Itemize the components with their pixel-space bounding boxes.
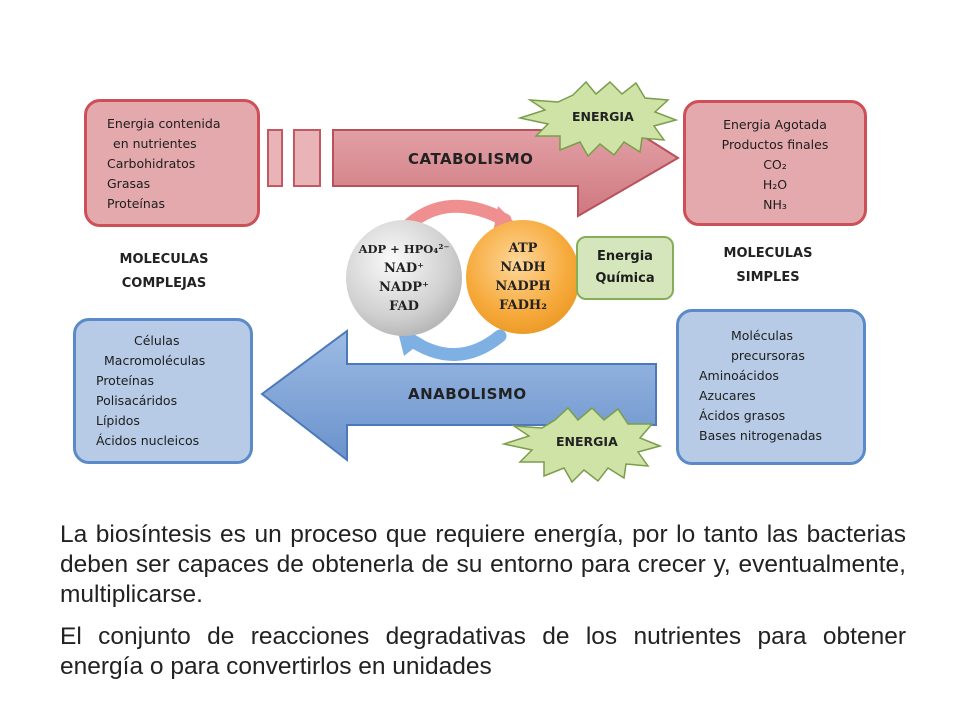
orange-line-4: FADH₂ [499, 298, 547, 313]
cell-line-6: Ácidos nucleicos [96, 433, 200, 448]
nutrient-line-1: Energia contenida [107, 116, 221, 131]
precursor-line-4: Azucares [699, 388, 756, 403]
cell-line-2: Macromoléculas [104, 353, 206, 368]
simple-line-2: SIMPLES [736, 270, 800, 285]
orange-line-2: NADH [500, 260, 546, 275]
precursor-line-6: Bases nitrogenadas [699, 428, 823, 443]
product-line-5: NH₃ [763, 197, 787, 212]
cell-line-5: Lípidos [96, 413, 140, 428]
cell-line-1: Células [134, 333, 180, 348]
grey-line-3: NADP⁺ [379, 280, 429, 295]
chemical-energy-box: Energia Química [576, 236, 674, 300]
energy-star-bottom [501, 406, 663, 484]
product-line-1: Energia Agotada [723, 117, 827, 132]
cell-line-3: Proteínas [96, 373, 154, 388]
simple-molecules-label: MOLECULAS SIMPLES [708, 242, 828, 290]
complex-line-1: MOLECULAS [119, 252, 209, 267]
chem-line-1: Energia [597, 249, 653, 264]
nutrient-line-2: en nutrientes [113, 136, 197, 151]
grey-line-1: ADP + HPO₄²⁻ [358, 242, 450, 256]
catabolism-stripe-1 [267, 129, 283, 187]
nutrient-line-3: Carbohidratos [107, 156, 196, 171]
anabolism-label: ANABOLISMO [408, 385, 527, 403]
catabolism-label: CATABOLISMO [408, 150, 534, 168]
chem-line-2: Química [595, 271, 655, 286]
metabolism-diagram: Energia contenida en nutrientes Carbohid… [73, 80, 867, 484]
nutrient-line-5: Proteínas [107, 196, 165, 211]
complex-line-2: COMPLEJAS [121, 276, 207, 291]
product-line-3: CO₂ [763, 157, 787, 172]
energy-bottom-label: ENERGIA [556, 434, 618, 449]
product-line-2: Productos finales [721, 137, 829, 152]
precursor-line-5: Ácidos grasos [699, 408, 786, 423]
simple-line-1: MOLECULAS [723, 246, 813, 261]
precursor-line-3: Aminoácidos [699, 368, 779, 383]
product-line-4: H₂O [762, 177, 788, 192]
energy-top-label: ENERGIA [572, 109, 634, 124]
cofactors-oxidized-circle: ADP + HPO₄²⁻ NAD⁺ NADP⁺ FAD [346, 220, 462, 336]
precursor-molecules-box: Moléculas precursoras Aminoácidos Azucar… [676, 309, 866, 465]
paragraph-1: La biosíntesis es un proceso que requier… [60, 521, 906, 608]
slide-body-text: La biosíntesis es un proceso que requier… [60, 520, 906, 694]
precursor-line-2: precursoras [731, 348, 805, 363]
end-products-box: Energia Agotada Productos finales CO₂ H₂… [683, 100, 867, 226]
nutrient-energy-box: Energia contenida en nutrientes Carbohid… [84, 99, 260, 227]
precursor-line-1: Moléculas [731, 328, 794, 343]
cell-macromolecules-box: Células Macromoléculas Proteínas Polisac… [73, 318, 253, 464]
paragraph-2: El conjunto de reacciones degradativas d… [60, 623, 906, 680]
energy-star-top [517, 80, 679, 158]
catabolism-stripe-2 [293, 129, 321, 187]
grey-line-4: FAD [389, 299, 419, 314]
grey-line-2: NAD⁺ [383, 261, 425, 276]
cofactors-reduced-circle: ATP NADH NADPH FADH₂ [466, 220, 580, 334]
complex-molecules-label: MOLECULAS COMPLEJAS [104, 248, 224, 296]
orange-line-1: ATP [508, 241, 538, 256]
cell-line-4: Polisacáridos [96, 393, 178, 408]
orange-line-3: NADPH [495, 279, 551, 294]
nutrient-line-4: Grasas [107, 176, 151, 191]
